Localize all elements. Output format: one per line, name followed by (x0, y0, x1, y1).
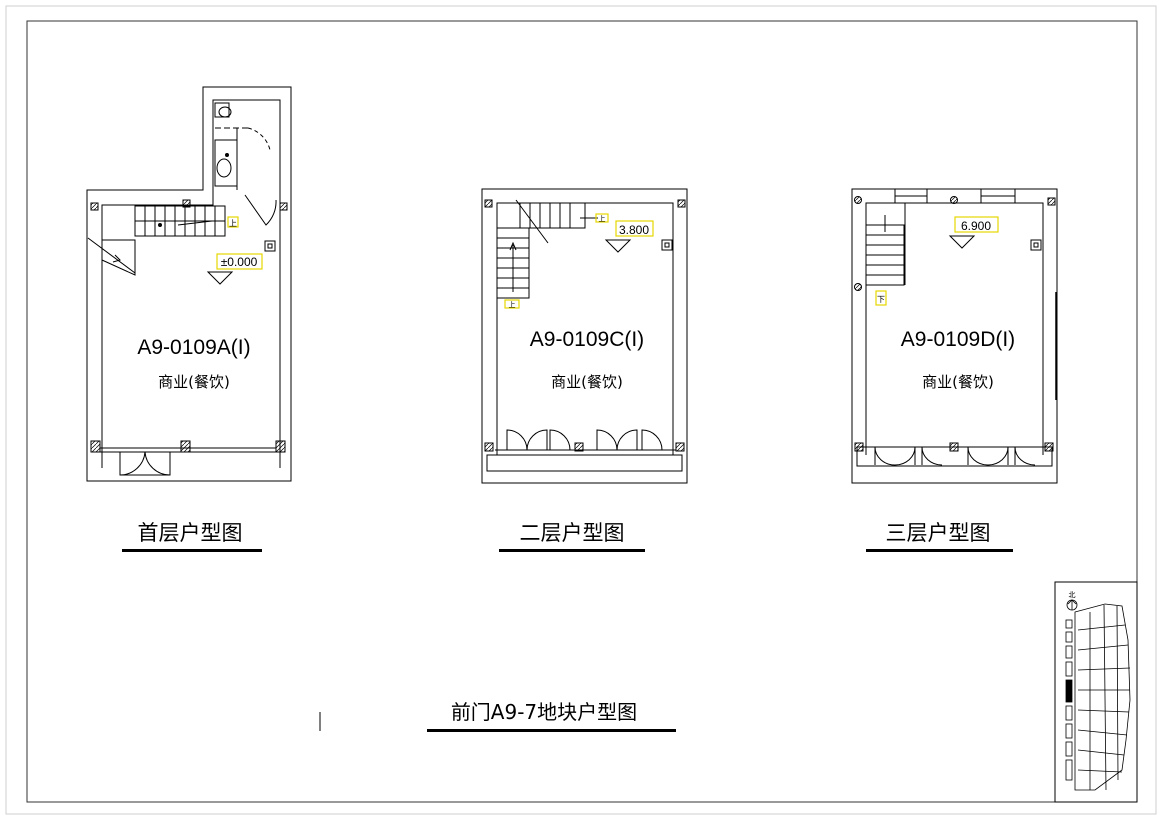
outer-wall (481, 188, 688, 484)
plan-second-floor (481, 188, 688, 484)
elevation-label: 3.800 (619, 223, 649, 237)
unit-use-label: 商业(餐饮) (158, 373, 230, 391)
floor-title-underline (866, 549, 1013, 552)
unit-code: A9-0109D(I) (901, 328, 1015, 351)
stair (865, 203, 906, 286)
column (275, 440, 286, 453)
shaft-inner (267, 243, 273, 249)
outer-sheet-border (5, 5, 1157, 815)
unit-use-label: 商业(餐饮) (551, 373, 623, 391)
stair-direction-mark: 下 (877, 295, 885, 304)
floor-title: 首层户型图 (138, 521, 243, 545)
unit-code: A9-0109C(I) (530, 328, 644, 351)
plan-third-floor (851, 188, 1058, 484)
column (180, 440, 191, 453)
unit-use-label: 商业(餐饮) (922, 373, 994, 391)
column (90, 440, 101, 453)
elevation-label: 6.900 (961, 219, 991, 233)
main-title-underline (427, 729, 676, 732)
unit-code: A9-0109A(I) (137, 336, 250, 359)
outer-wall (851, 188, 1058, 484)
inner-wall (101, 99, 281, 468)
key-plan (1054, 581, 1138, 803)
plan-ground-floor (86, 86, 292, 482)
floor-title-underline (499, 549, 645, 552)
stair-direction-mark: 上 (599, 214, 606, 223)
elevation-label: ±0.000 (221, 255, 258, 269)
main-title: 前门A9-7地块户型图 (451, 700, 637, 724)
outer-wall (86, 86, 292, 482)
toilet-room (214, 102, 277, 226)
elevation-triangle (206, 271, 234, 285)
stair (496, 199, 598, 299)
storefront-doors (856, 446, 1053, 467)
floor-title: 二层户型图 (520, 521, 625, 545)
floor-title-underline (122, 549, 262, 552)
storefront-doors (486, 429, 683, 472)
column (182, 199, 191, 208)
stair (87, 205, 226, 276)
column (279, 202, 288, 211)
drawing-frame (26, 20, 1138, 803)
stair-direction-mark: 上 (509, 300, 516, 309)
column (90, 202, 99, 211)
stair-direction-mark: 上 (229, 219, 237, 228)
elevation-box (216, 253, 263, 270)
floor-title: 三层户型图 (886, 521, 991, 545)
north-label: 北 (1069, 591, 1076, 599)
shaft (264, 240, 276, 252)
storefront (100, 447, 276, 476)
